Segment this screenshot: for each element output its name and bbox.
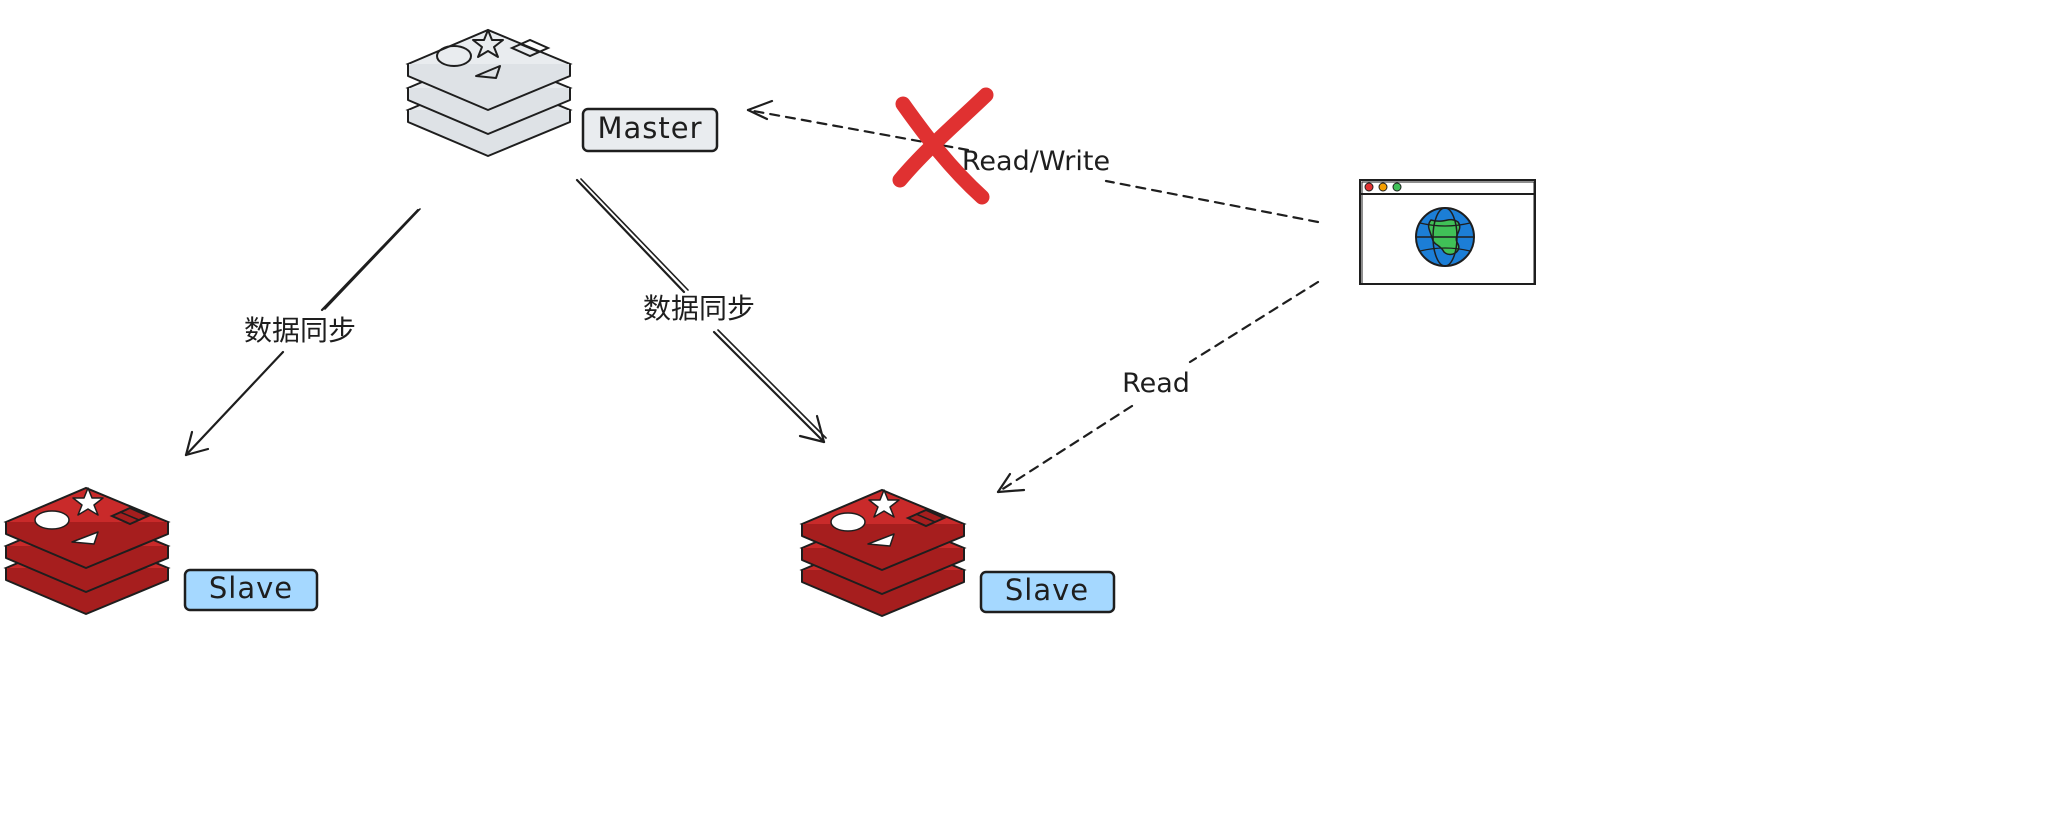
client-to-master-label: Read/Write [962,146,1110,177]
sync-right-label: 数据同步 [643,292,755,325]
master-database-icon [407,29,571,157]
browser-window-globe-icon [1359,179,1536,285]
slave-right-label-text: Slave [1005,573,1089,607]
slave-left-node-label: Slave [183,568,319,612]
slave-left-database-icon [5,487,169,615]
slave-right-node-label: Slave [979,570,1116,614]
master-node-label: Master [581,107,719,153]
sync-left-arrow [184,208,421,457]
slave-left-label-text: Slave [209,571,293,605]
master-label-text: Master [597,111,702,145]
sync-left-label: 数据同步 [244,314,356,347]
client-to-slave-arrow [996,280,1320,494]
sync-right-arrow [575,178,827,444]
cross-icon [892,87,994,205]
slave-right-database-icon [801,489,965,617]
client-to-slave-label: Read [1122,368,1190,399]
